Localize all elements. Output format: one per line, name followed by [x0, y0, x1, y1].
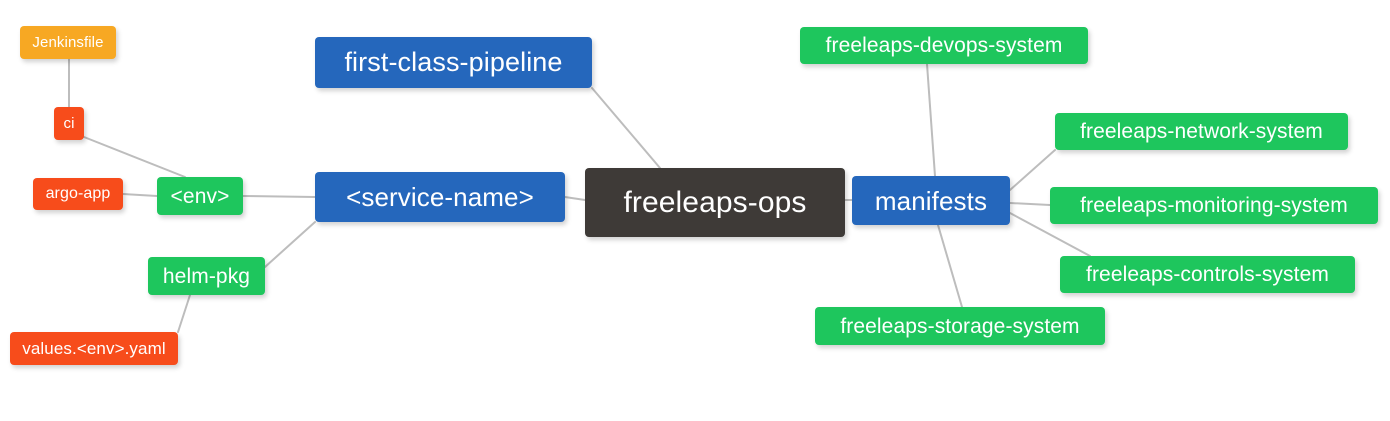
edge-env-to-argo-app — [122, 193, 158, 197]
mindmap-node-monitoring-system[interactable]: freeleaps-monitoring-system — [1050, 187, 1378, 224]
edge-helm-pkg-to-values-yaml — [177, 294, 191, 333]
edge-manifests-to-devops-system — [926, 63, 936, 177]
mindmap-node-root[interactable]: freeleaps-ops — [585, 168, 845, 237]
mindmap-node-ci[interactable]: ci — [54, 107, 84, 140]
mindmap-node-jenkinsfile[interactable]: Jenkinsfile — [20, 26, 116, 59]
mindmap-node-manifests[interactable]: manifests — [852, 176, 1010, 225]
mindmap-node-values-yaml[interactable]: values.<env>.yaml — [10, 332, 178, 365]
mindmap-node-storage-system[interactable]: freeleaps-storage-system — [815, 307, 1105, 345]
mindmap-node-controls-system[interactable]: freeleaps-controls-system — [1060, 256, 1355, 293]
edge-manifests-to-network-system — [1009, 149, 1056, 191]
edge-service-name-to-env — [242, 195, 316, 198]
edge-manifests-to-monitoring-system — [1009, 202, 1051, 206]
edge-service-name-to-helm-pkg — [264, 221, 316, 268]
mindmap-node-service-name[interactable]: <service-name> — [315, 172, 565, 222]
edge-env-to-ci — [83, 136, 186, 178]
mindmap-node-devops-system[interactable]: freeleaps-devops-system — [800, 27, 1088, 64]
mindmap-node-first-class-pipeline[interactable]: first-class-pipeline — [315, 37, 592, 88]
edge-root-to-service-name — [564, 196, 586, 201]
edge-manifests-to-storage-system — [937, 224, 963, 308]
mindmap-node-argo-app[interactable]: argo-app — [33, 178, 123, 210]
mindmap-node-network-system[interactable]: freeleaps-network-system — [1055, 113, 1348, 150]
mindmap-node-helm-pkg[interactable]: helm-pkg — [148, 257, 265, 295]
edge-root-to-first-class-pipeline — [591, 87, 661, 169]
mindmap-node-env[interactable]: <env> — [157, 177, 243, 215]
